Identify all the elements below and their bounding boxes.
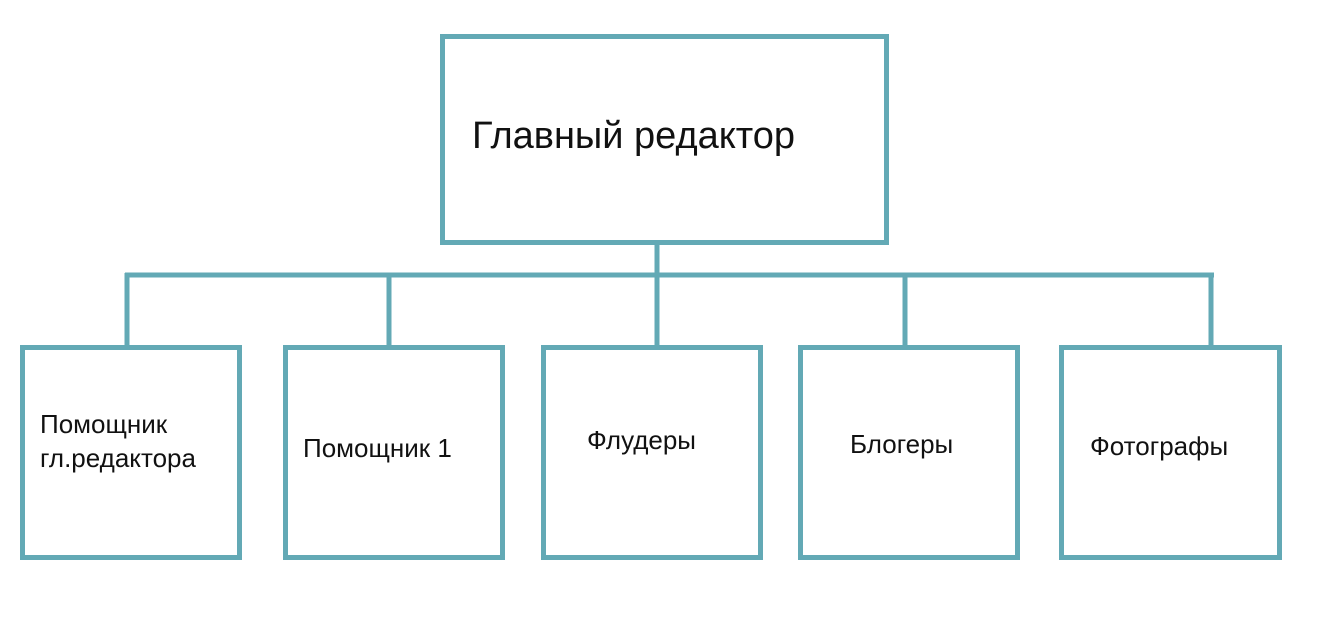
child-node-label-assistant-chief-editor: Помощник гл.редактора bbox=[40, 408, 196, 476]
child-node-box-bloggers bbox=[798, 345, 1020, 560]
label-line-2: гл.редактора bbox=[40, 442, 196, 473]
root-node-label: Главный редактор bbox=[472, 115, 796, 157]
child-node-box-flooders bbox=[541, 345, 763, 560]
child-node-label-assistant-1: Помощник 1 bbox=[303, 433, 452, 463]
label-line-1: Помощник bbox=[40, 409, 168, 439]
root-node-box bbox=[440, 34, 889, 245]
child-node-box-assistant-1 bbox=[283, 345, 505, 560]
child-node-label-bloggers: Блогеры bbox=[850, 429, 954, 459]
child-node-label-flooders: Флудеры bbox=[587, 425, 696, 455]
child-node-box-assistant-chief-editor bbox=[20, 345, 242, 560]
child-node-label-photographers: Фотографы bbox=[1090, 431, 1229, 461]
child-node-box-photographers bbox=[1059, 345, 1282, 560]
